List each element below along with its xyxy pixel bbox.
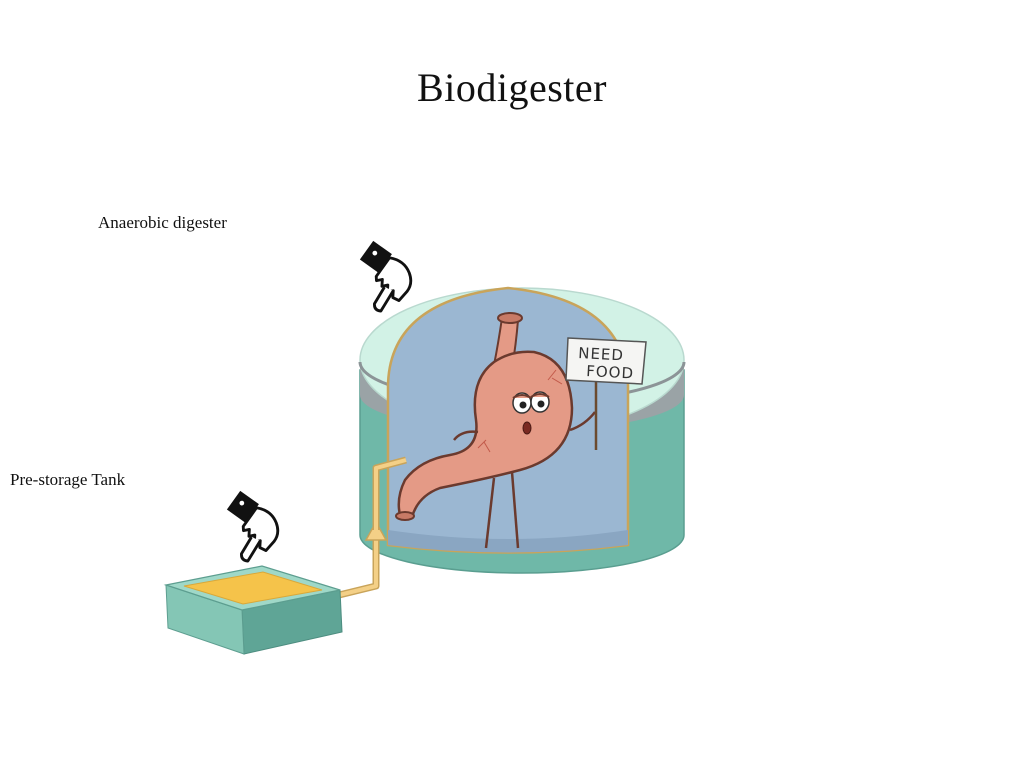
sign-line-2: FOOD: [586, 362, 635, 382]
need-food-sign: NEED FOOD: [565, 337, 647, 450]
pointing-hand-icon: [226, 490, 280, 563]
pointing-hand-icon: [359, 240, 413, 313]
page-title: Biodigester: [417, 65, 607, 110]
anaerobic-digester-label: Anaerobic digester: [98, 213, 227, 232]
pre-storage-tank: [163, 565, 343, 655]
stomach-character: [395, 312, 596, 549]
sign-line-1: NEED: [578, 344, 625, 364]
flow-arrow-icon: [364, 520, 388, 541]
pre-storage-tank-label: Pre-storage Tank: [10, 470, 126, 489]
feed-pipe: [334, 456, 407, 600]
